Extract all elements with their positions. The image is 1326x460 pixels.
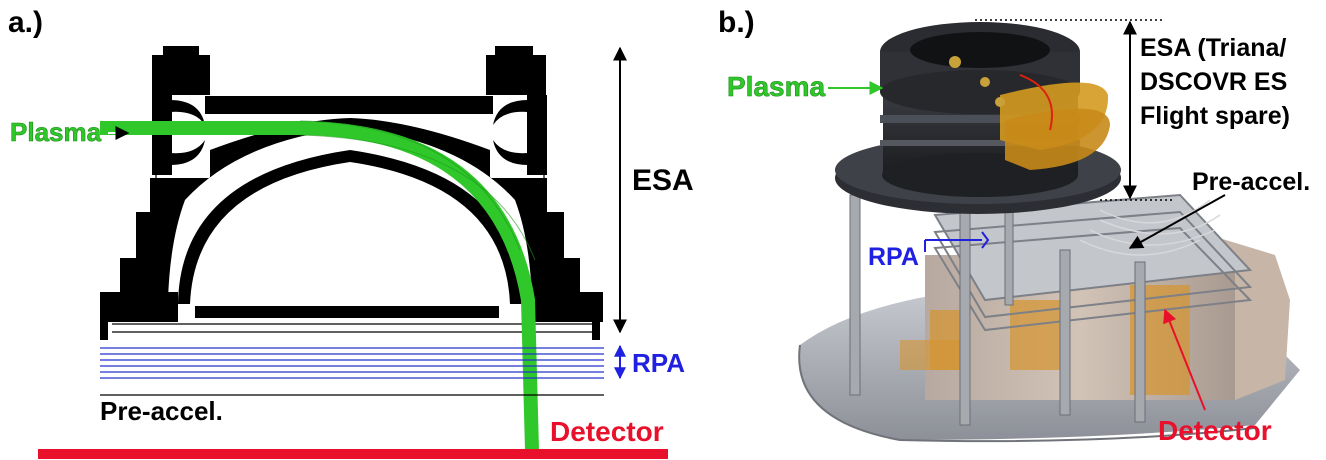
plasma-label-b: Plasma xyxy=(727,71,825,102)
esa-label-b-line3: Flight spare) xyxy=(1140,102,1290,130)
rpa-grids xyxy=(100,347,604,379)
detector-arrow-b xyxy=(1163,308,1206,411)
rpa-label-a: RPA xyxy=(632,348,685,378)
esa-label-b-line2: DSCOVR ES xyxy=(1140,68,1287,96)
detector-bar xyxy=(38,449,668,459)
pre-accel-arrow-b xyxy=(1128,194,1226,249)
rpa-bracket-b xyxy=(925,231,990,249)
panel-a-label: a.) xyxy=(8,6,43,39)
esa-outline xyxy=(112,96,600,333)
connectors xyxy=(949,56,1005,107)
panel-a: a.) xyxy=(8,6,694,459)
wires xyxy=(1079,199,1221,256)
esa-label-b-line1: ESA (Triana/ xyxy=(1140,34,1286,62)
panel-b: b.) xyxy=(718,6,1310,446)
detector-label-a: Detector xyxy=(550,416,664,447)
rpa-label-b: RPA xyxy=(868,243,919,271)
pre-accel-label-a: Pre-accel. xyxy=(100,396,223,426)
plasma-label-a: Plasma xyxy=(10,117,102,147)
pre-accel-label-b: Pre-accel. xyxy=(1192,168,1310,196)
detector-label-b: Detector xyxy=(1158,415,1272,446)
plasma-trajectory xyxy=(100,121,539,451)
esa-structure xyxy=(100,46,603,340)
panel-b-label: b.) xyxy=(718,6,755,39)
kapton-flex xyxy=(1000,74,1110,170)
esa-label-a: ESA xyxy=(632,164,694,197)
